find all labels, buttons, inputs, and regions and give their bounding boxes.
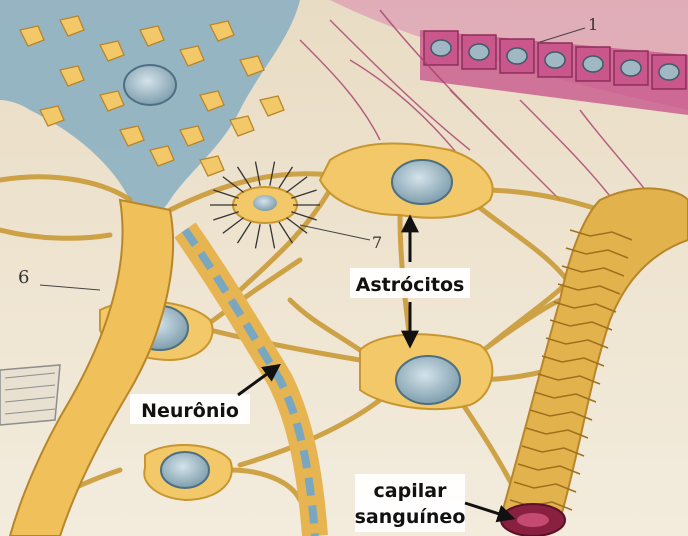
- marker-1: 1: [588, 15, 598, 34]
- label-astrocitos: Astrócitos: [356, 274, 465, 296]
- epithelium-nucleus: [431, 40, 451, 56]
- epithelium-nucleus: [583, 56, 603, 72]
- label-neuronio: Neurônio: [141, 400, 239, 422]
- epithelium-nucleus: [621, 60, 641, 76]
- epithelium-nucleus: [469, 44, 489, 60]
- marker-6: 6: [18, 267, 29, 288]
- label-capilar: capilar: [374, 480, 448, 502]
- astrocyte-middle: [360, 334, 492, 409]
- epithelium-nucleus: [545, 52, 565, 68]
- astrocyte-bottom-left: [144, 445, 232, 500]
- epithelium-nucleus: [507, 48, 527, 64]
- epithelium-nucleus: [659, 64, 679, 80]
- label-sanguineo: sanguíneo: [355, 506, 466, 528]
- marker-7: 7: [372, 233, 382, 252]
